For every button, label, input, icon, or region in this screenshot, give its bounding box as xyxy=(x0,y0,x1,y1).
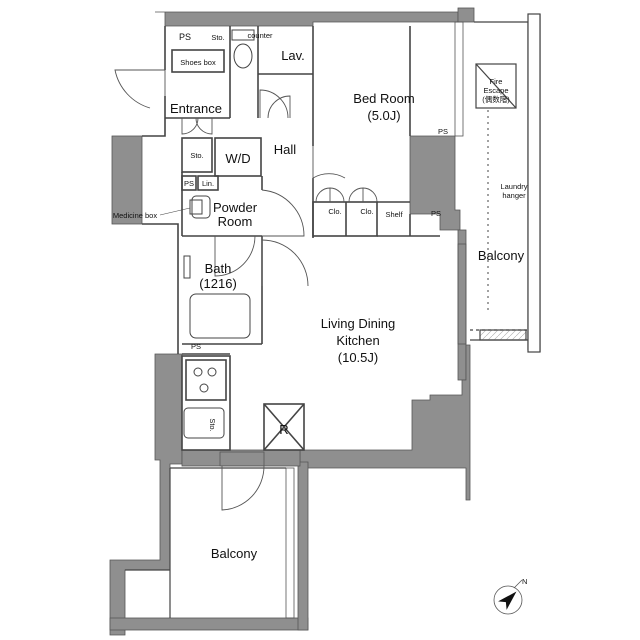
kitchen-sink-icon xyxy=(183,407,225,439)
bathtub-icon xyxy=(189,293,251,339)
ldk-size: (10.5J) xyxy=(338,350,378,365)
wd-label: W/D xyxy=(225,151,250,166)
sto-label-kitchen: Sto. xyxy=(208,418,217,431)
ldk-name-line2: Kitchen xyxy=(336,333,379,348)
laundry-label-line1: Laundry xyxy=(500,182,527,191)
bath-name: Bath xyxy=(205,261,232,276)
ps-label-bedroom: PS xyxy=(438,127,448,136)
shelf-label: Shelf xyxy=(385,210,403,219)
powder-name-line2: Room xyxy=(218,214,253,229)
stove-burner-icon xyxy=(193,367,203,377)
doors xyxy=(114,69,378,511)
hall-label: Hall xyxy=(274,142,297,157)
sto-label-top: Sto. xyxy=(211,33,224,42)
powder-name-line1: Powder xyxy=(213,200,258,215)
balcony-south-label: Balcony xyxy=(211,546,258,561)
refrigerator-label: R xyxy=(279,422,288,437)
structural-walls xyxy=(109,7,475,636)
toilet-icon xyxy=(233,43,253,69)
medicine-box-label: Medicine box xyxy=(113,211,157,220)
interior-walls xyxy=(142,26,440,451)
room-labels: Bed Room (5.0J) Living Dining Kitchen (1… xyxy=(170,48,525,561)
laundry-label-line2: hanger xyxy=(502,191,526,200)
east-balcony xyxy=(470,13,541,353)
compass-label: N xyxy=(522,577,527,586)
windows xyxy=(219,21,467,619)
compass-icon: N xyxy=(493,577,527,615)
ps-label-powder: PS xyxy=(184,179,194,188)
shoes-box-label: Shoes box xyxy=(180,58,216,67)
fire-escape-line1: Fire xyxy=(490,77,503,86)
ldk-name-line1: Living Dining xyxy=(321,316,395,331)
closet-label-1: Clo. xyxy=(328,207,341,216)
bedroom-name: Bed Room xyxy=(353,91,414,106)
ps-label-shelf: PS xyxy=(431,209,441,218)
south-balcony xyxy=(125,467,286,618)
sink-icon xyxy=(191,195,211,219)
lin-label: Lin. xyxy=(202,179,214,188)
closet-label-2: Clo. xyxy=(360,207,373,216)
bedroom-size: (5.0J) xyxy=(367,108,400,123)
bath-size: (1216) xyxy=(199,276,237,291)
fixtures xyxy=(183,29,489,439)
lav-label: Lav. xyxy=(281,48,305,63)
fire-escape-line3: (偶数階) xyxy=(482,94,510,104)
ps-label-top: PS xyxy=(179,32,191,42)
sto-label-middle: Sto. xyxy=(190,151,203,160)
entrance-label: Entrance xyxy=(170,101,222,116)
ps-label-kitchen: PS xyxy=(191,342,201,351)
fixture-labels: PS Sto. counter Shoes box Sto. W/D PS Li… xyxy=(113,31,528,437)
balcony-east-label: Balcony xyxy=(478,248,525,263)
fire-escape-line2: Escape xyxy=(483,86,508,95)
counter-label: counter xyxy=(247,31,273,40)
